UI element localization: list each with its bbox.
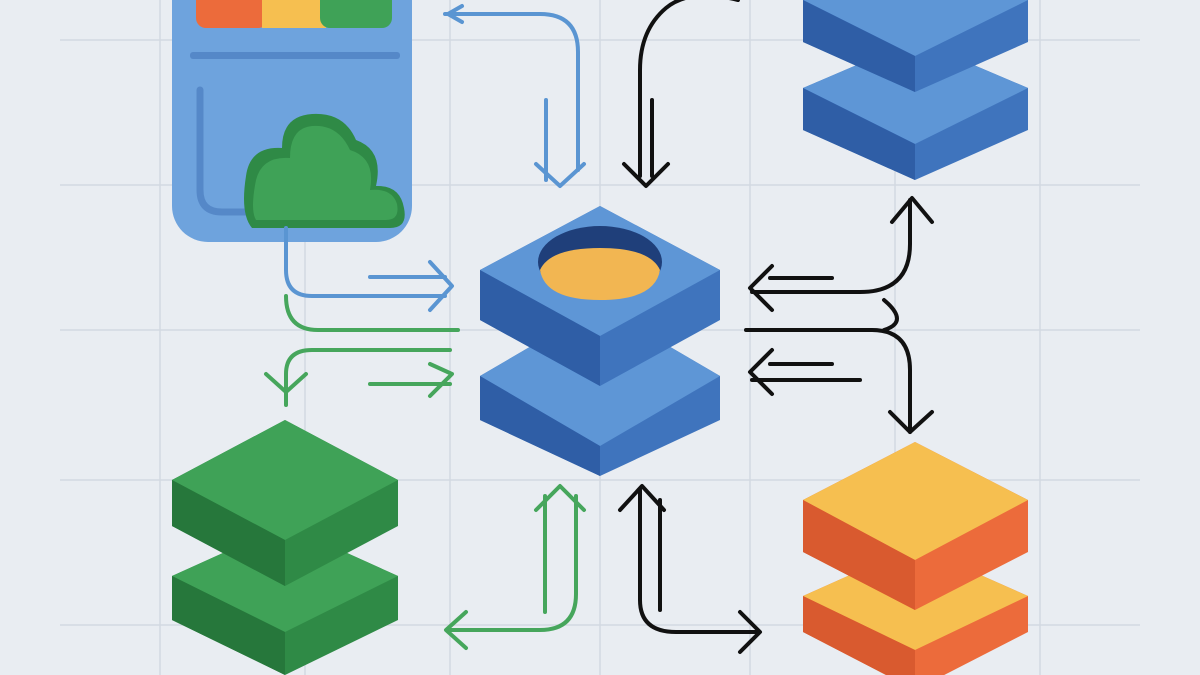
green-arrow-bottom-connector: [446, 494, 578, 632]
orange-database-icon: [803, 442, 1028, 675]
blue-arrows: [284, 4, 586, 312]
black-arrow-bottom-connector: [638, 488, 760, 634]
cloud-app-window-icon: [172, 0, 412, 242]
blue-arrow-from-window: [284, 226, 447, 298]
blue-database-icon: [803, 0, 1028, 180]
black-arrow-to-blue-db: [750, 198, 912, 294]
green-arrow-window-to-db: [284, 294, 460, 332]
black-arrow-split: [744, 328, 912, 434]
central-database-icon: [480, 206, 720, 476]
blue-arrow-top-connector: [443, 12, 580, 172]
black-arrow-top-connector: [638, 0, 740, 178]
green-arrows: [264, 294, 586, 650]
green-database-icon: [172, 420, 398, 675]
black-arrows: [618, 0, 934, 654]
